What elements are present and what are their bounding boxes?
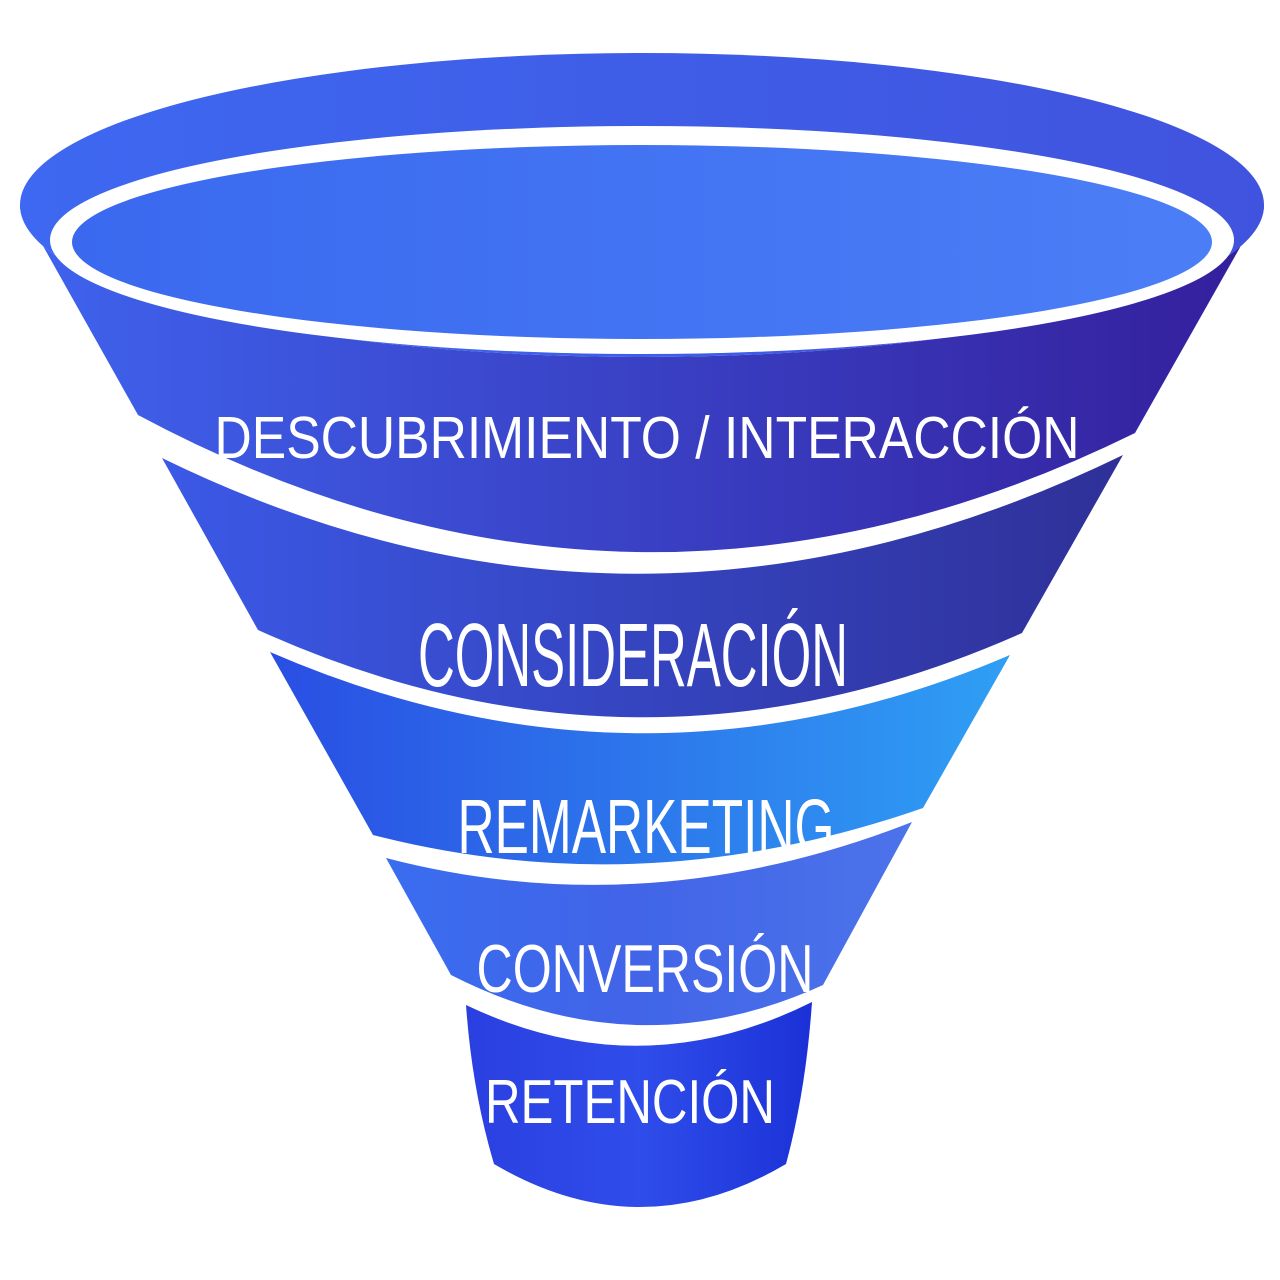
stage-band-conversion [386,822,912,1026]
bowl-interior-ellipse [72,145,1212,339]
stage-label-retencion: RETENCIÓN [485,1068,775,1137]
stage-label-conversion: CONVERSIÓN [477,931,814,1007]
stage-band-descubrimiento [20,205,1264,553]
stage-band-retencion [466,1002,812,1207]
stage-label-consideracion: CONSIDERACIÓN [418,606,848,706]
stage-band-remarketing [270,652,1010,865]
stage-band-consideracion [162,455,1123,718]
stage-label-remarketing: REMARKETING [458,784,835,870]
stage-label-descubrimiento: DESCUBRIMIENTO / INTERACCIÓN [215,405,1080,471]
